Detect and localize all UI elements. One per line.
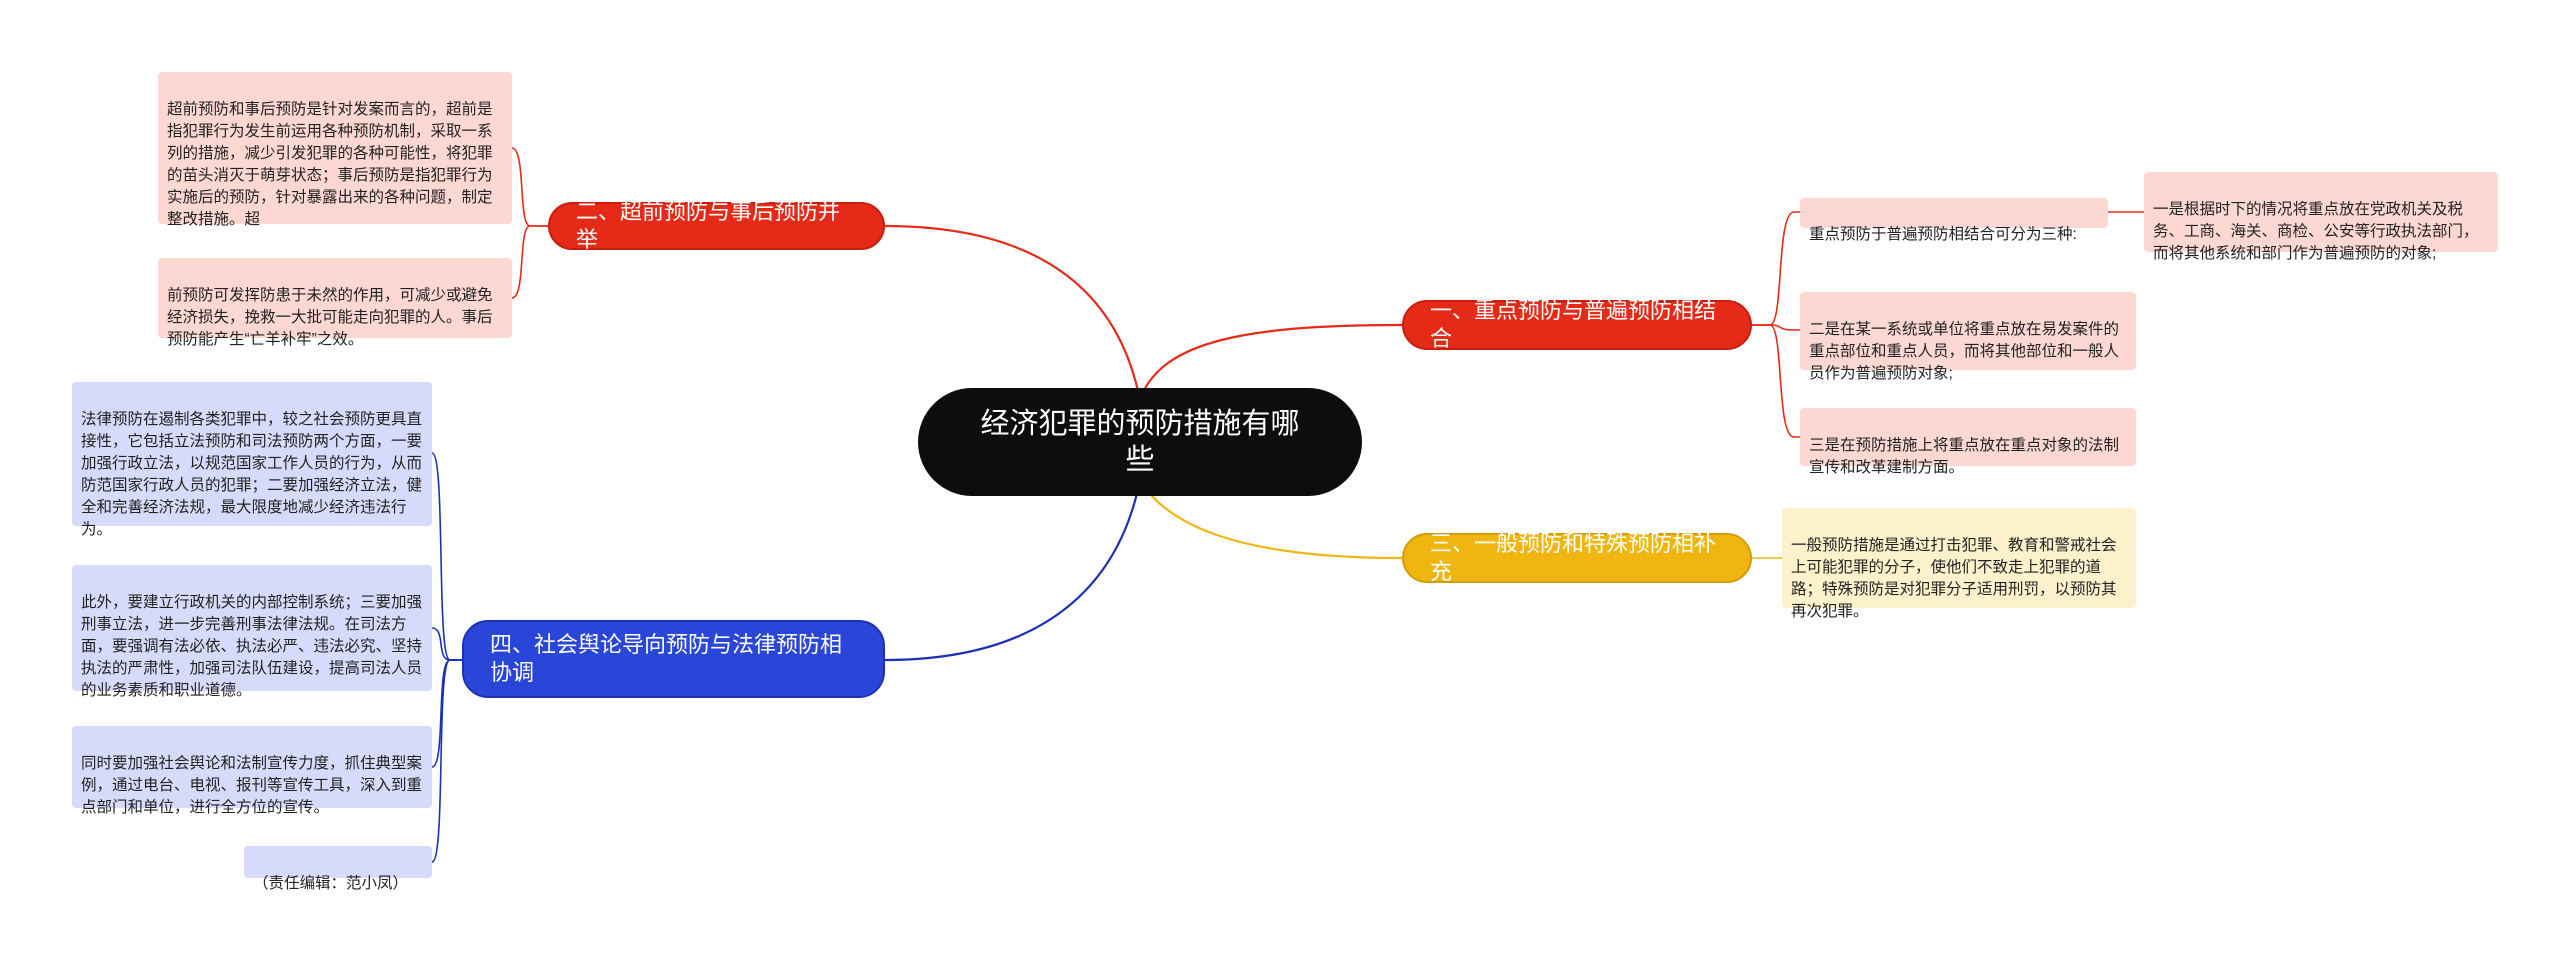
branch-1-leaf-3[interactable]: 三是在预防措施上将重点放在重点对象的法制宣传和改革建制方面。 <box>1800 408 2136 476</box>
branch-4-leaf-3[interactable]: 同时要加强社会舆论和法制宣传力度，抓住典型案例，通过电台、电视、报刊等宣传工具，… <box>72 726 432 816</box>
leaf-text: （责任编辑：范小凤） <box>253 875 409 892</box>
leaf-text: 同时要加强社会舆论和法制宣传力度，抓住典型案例，通过电台、电视、报刊等宣传工具，… <box>81 755 423 816</box>
branch-3-label: 三、一般预防和特殊预防相补充 <box>1430 531 1717 584</box>
leaf-text: 一是根据时下的情况将重点放在党政机关及税务、工商、海关、商检、公安等行政执法部门… <box>2153 201 2479 262</box>
edge-b4-leaf1 <box>431 452 462 661</box>
branch-2[interactable]: 二、超前预防与事后预防并举 <box>548 199 885 252</box>
edge-center-branch2 <box>884 224 1142 401</box>
branch-2-leaf-2[interactable]: 前预防可发挥防患于未然的作用，可减少或避免经济损失，挽救一大批可能走向犯罪的人。… <box>158 258 512 348</box>
branch-4-label: 四、社会舆论导向预防与法律预防相协调 <box>490 632 843 685</box>
central-topic[interactable]: 经济犯罪的预防措施有哪些 <box>918 388 1362 496</box>
edge-b1-leaf3 <box>1752 324 1800 438</box>
branch-3[interactable]: 三、一般预防和特殊预防相补充 <box>1402 531 1752 584</box>
edge-b4-leaf3 <box>431 659 462 768</box>
leaf-text: 超前预防和事后预防是针对发案而言的，超前是指犯罪行为发生前运用各种预防机制，采取… <box>167 101 493 228</box>
leaf-text: 法律预防在遏制各类犯罪中，较之社会预防更具直接性，它包括立法预防和司法预防两个方… <box>81 411 423 538</box>
branch-4-leaf-2[interactable]: 此外，要建立行政机关的内部控制系统；三要加强刑事立法，进一步完善刑事法律法规。在… <box>72 565 432 699</box>
leaf-text: 重点预防于普遍预防相结合可分为三种: <box>1809 226 2077 243</box>
branch-4[interactable]: 四、社会舆论导向预防与法律预防相协调 <box>462 620 885 698</box>
leaf-text: 此外，要建立行政机关的内部控制系统；三要加强刑事立法，进一步完善刑事法律法规。在… <box>81 594 423 699</box>
branch-4-leaf-4[interactable]: （责任编辑：范小凤） <box>244 846 432 892</box>
branch-2-leaf-1[interactable]: 超前预防和事后预防是针对发案而言的，超前是指犯罪行为发生前运用各种预防机制，采取… <box>158 72 512 228</box>
leaf-text: 一般预防措施是通过打击犯罪、教育和警戒社会上可能犯罪的分子，使他们不致走上犯罪的… <box>1791 537 2117 620</box>
edge-b4-leaf4 <box>431 659 462 863</box>
branch-2-label: 二、超前预防与事后预防并举 <box>576 199 841 252</box>
edge-center-branch1 <box>1138 323 1403 401</box>
edge-center-branch3 <box>1139 479 1403 560</box>
edge-b1-leaf1 <box>1752 211 1800 326</box>
leaf-text: 前预防可发挥防患于未然的作用，可减少或避免经济损失，挽救一大批可能走向犯罪的人。… <box>167 287 493 348</box>
branch-1-label: 一、重点预防与普遍预防相结合 <box>1430 298 1717 351</box>
edge-b2-leaf2 <box>511 225 548 299</box>
branch-1-leaf-1-child[interactable]: 一是根据时下的情况将重点放在党政机关及税务、工商、海关、商检、公安等行政执法部门… <box>2144 172 2498 262</box>
central-topic-label: 经济犯罪的预防措施有哪些 <box>980 408 1300 476</box>
branch-3-leaf-1[interactable]: 一般预防措施是通过打击犯罪、教育和警戒社会上可能犯罪的分子，使他们不致走上犯罪的… <box>1782 508 2136 620</box>
branch-1[interactable]: 一、重点预防与普遍预防相结合 <box>1402 298 1752 351</box>
leaf-text: 二是在某一系统或单位将重点放在易发案件的重点部位和重点人员，而将其他部位和一般人… <box>1809 321 2120 382</box>
edge-center-branch4 <box>884 479 1142 662</box>
branch-4-leaf-1[interactable]: 法律预防在遏制各类犯罪中，较之社会预防更具直接性，它包括立法预防和司法预防两个方… <box>72 382 432 538</box>
branch-1-leaf-1[interactable]: 重点预防于普遍预防相结合可分为三种: <box>1800 198 2108 243</box>
leaf-text: 三是在预防措施上将重点放在重点对象的法制宣传和改革建制方面。 <box>1809 437 2120 476</box>
branch-1-leaf-2[interactable]: 二是在某一系统或单位将重点放在易发案件的重点部位和重点人员，而将其他部位和一般人… <box>1800 292 2136 382</box>
edge-b2-leaf1 <box>511 147 548 227</box>
